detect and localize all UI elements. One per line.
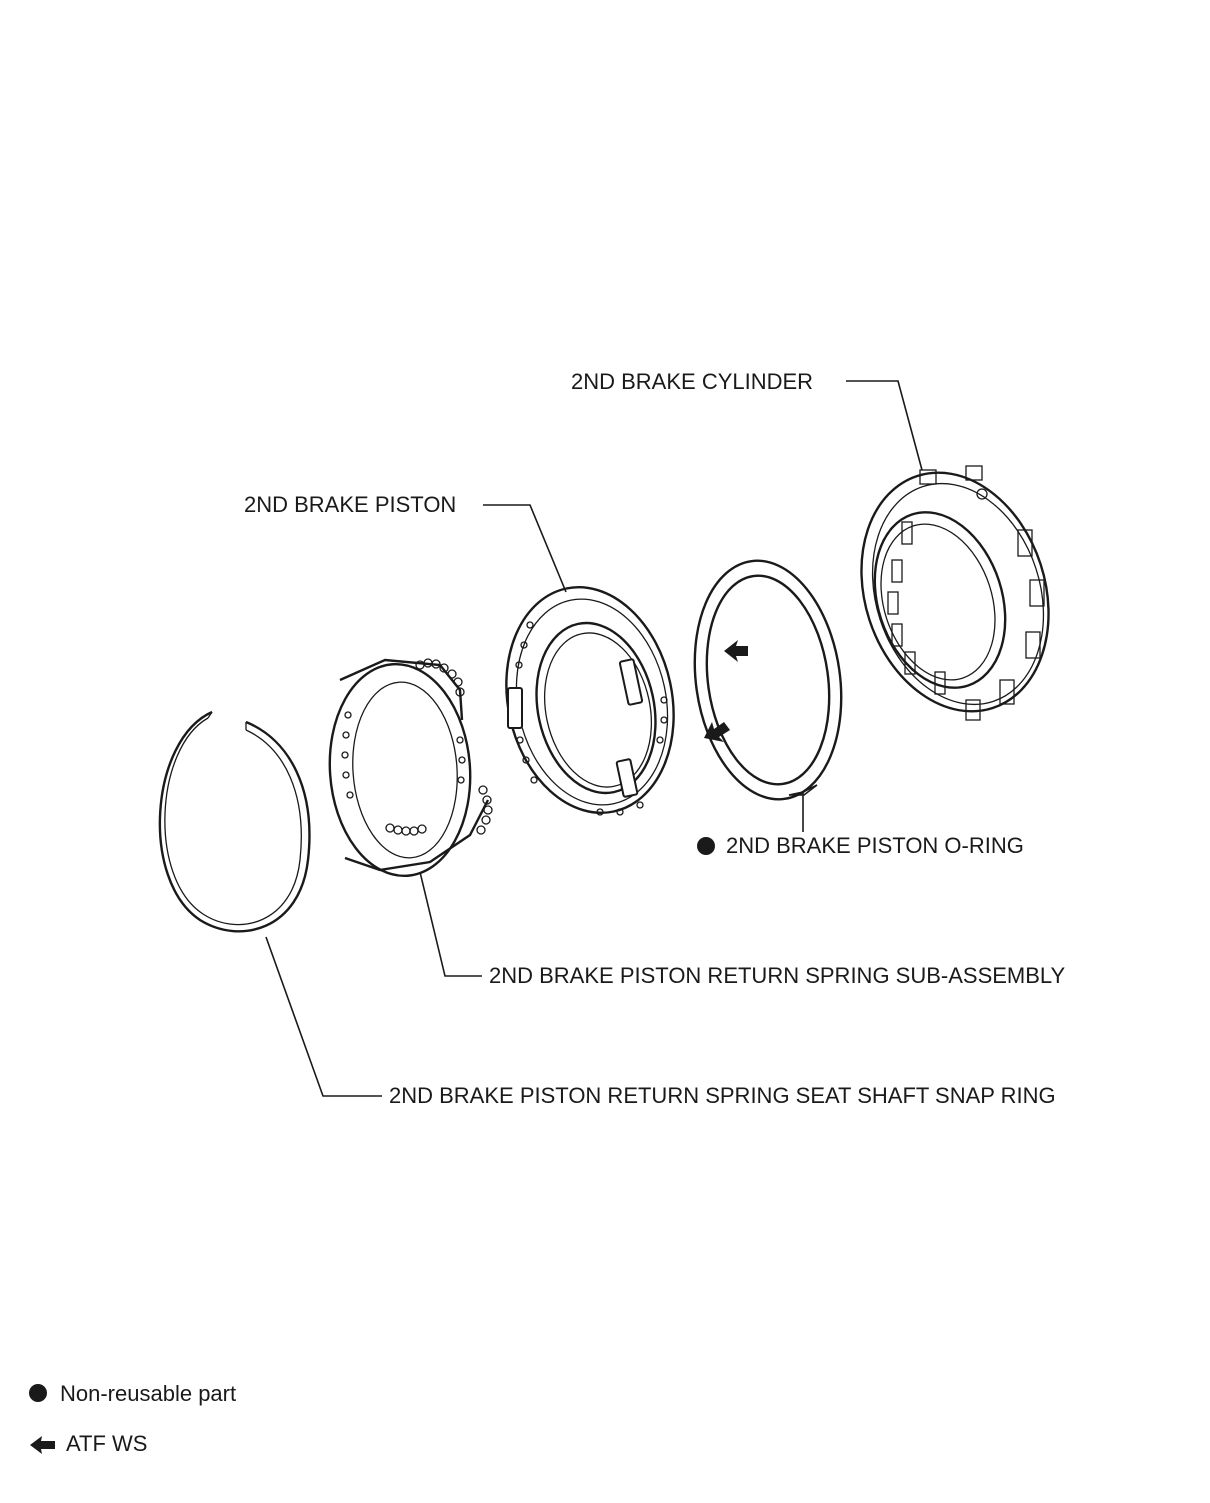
non-reusable-icon [697,837,715,855]
brake-cylinder-part [860,465,1050,721]
atf-arrow-icon-outer [704,722,730,742]
return-spring-sub-assembly-part [328,658,493,878]
leader-piston [483,504,567,593]
legend-non-reusable: Non-reusable part [60,1381,236,1406]
label-brake-cylinder: 2ND BRAKE CYLINDER [571,369,813,394]
leader-cylinder [846,380,923,471]
legend: Non-reusable part ATF WS [29,1381,236,1456]
filled-circle-icon [29,1384,47,1402]
leader-oring [789,784,818,796]
brake-piston-part [505,585,675,816]
label-snap-ring: 2ND BRAKE PISTON RETURN SPRING SEAT SHAF… [389,1083,1056,1108]
piston-o-ring-part [693,559,843,801]
leader-oring-b [802,784,818,793]
leader-lines [265,380,923,1097]
legend-atf: ATF WS [66,1431,147,1456]
label-return-spring-sub-assembly: 2ND BRAKE PISTON RETURN SPRING SUB-ASSEM… [489,963,1066,988]
label-brake-piston: 2ND BRAKE PISTON [244,492,456,517]
atf-arrow-icon-inner [724,640,748,662]
leader-spring-sub [419,871,482,977]
left-arrow-icon [30,1436,55,1454]
leader-snap-ring [265,936,382,1097]
leader-oring-a [788,791,804,796]
label-piston-o-ring: 2ND BRAKE PISTON O-RING [726,833,1024,858]
snap-ring-part [158,710,311,933]
